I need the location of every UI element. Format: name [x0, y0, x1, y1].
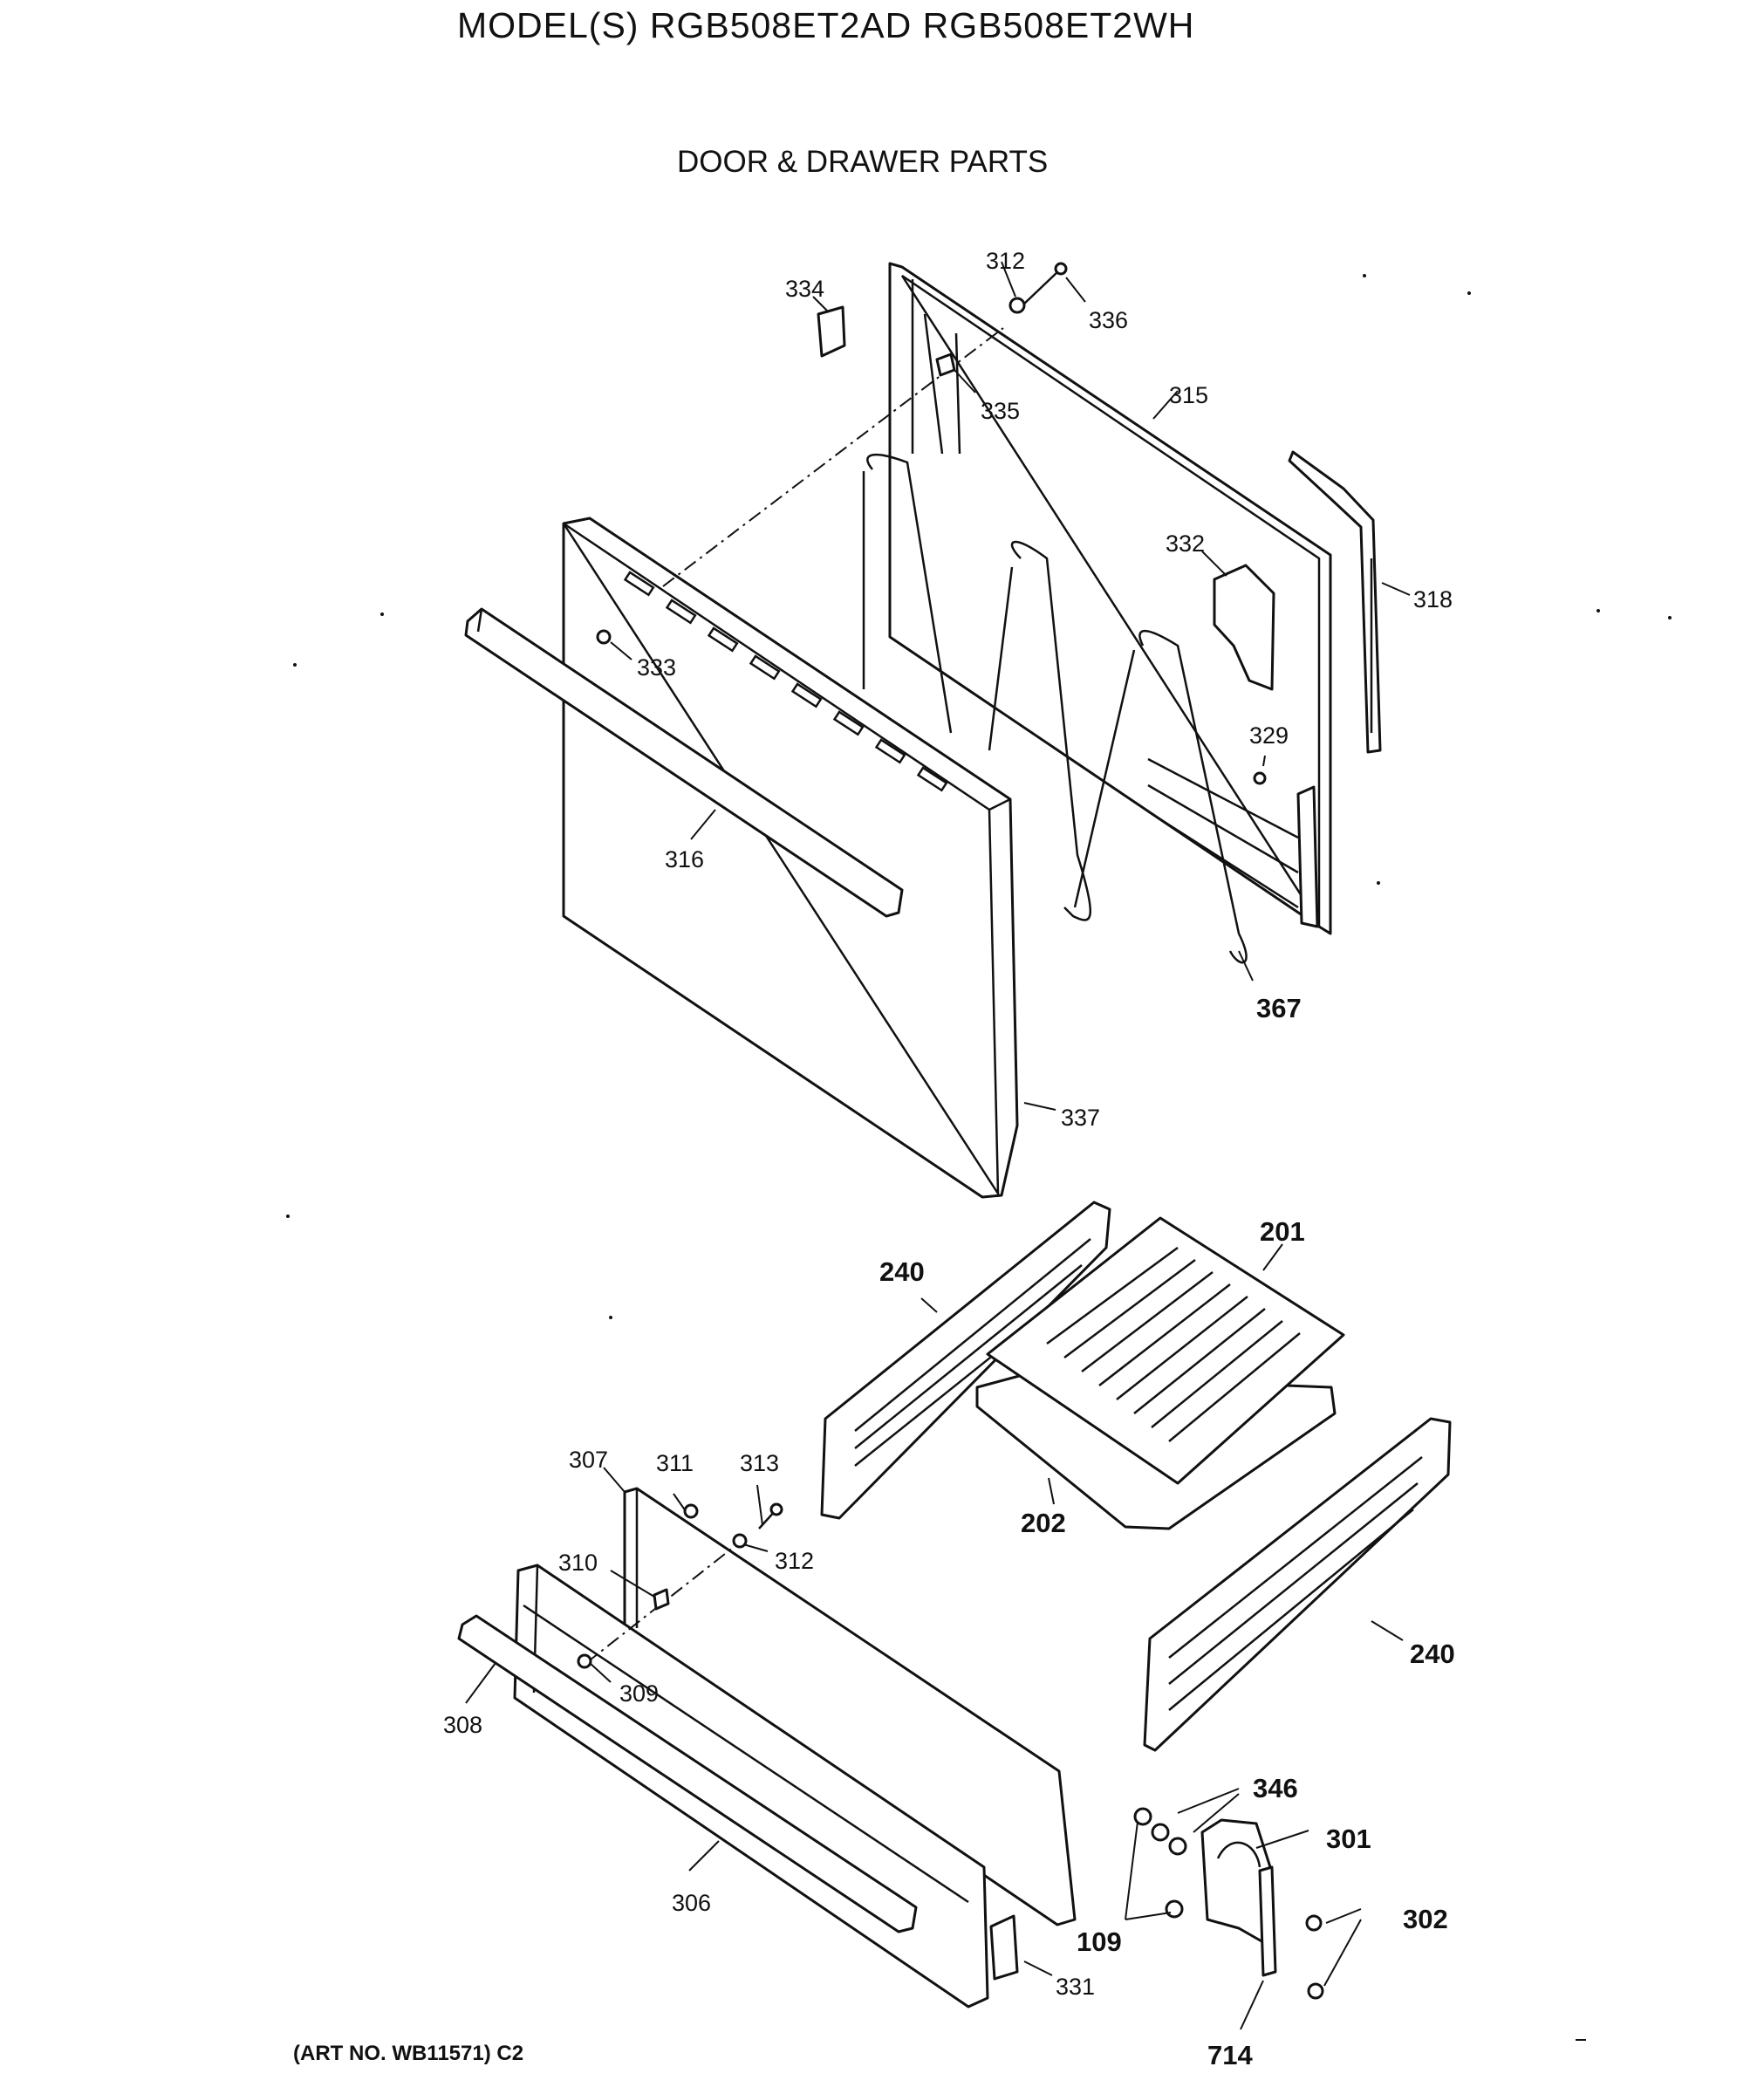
- stop-335: [935, 352, 956, 377]
- scan-specks: [286, 274, 1672, 2041]
- callout-306: 306: [672, 1890, 711, 1916]
- callout-312-lower: 312: [775, 1548, 814, 1574]
- callout-308: 308: [443, 1712, 482, 1738]
- spacer-333: [596, 629, 612, 645]
- spacer-312-lower: [732, 1533, 748, 1549]
- callout-335: 335: [981, 398, 1020, 424]
- broiler-grid-slots: [1046, 1246, 1301, 1442]
- callout-312-upper: 312: [986, 248, 1025, 274]
- callout-313: 313: [740, 1450, 779, 1476]
- callout-316: 316: [665, 846, 704, 872]
- door-handle-316: [464, 607, 904, 918]
- callout-201: 201: [1260, 1216, 1305, 1247]
- callout-240-lower: 240: [1410, 1639, 1455, 1669]
- callout-240-upper: 240: [879, 1256, 925, 1287]
- callout-367: 367: [1256, 993, 1302, 1023]
- door-vent-slots: [623, 571, 948, 792]
- callout-333: 333: [637, 654, 676, 681]
- callout-307: 307: [569, 1447, 608, 1473]
- outer-door-panel-337: [562, 517, 1019, 1199]
- callout-334: 334: [785, 276, 824, 302]
- spacer-311: [683, 1503, 699, 1519]
- clip-334: [817, 305, 846, 358]
- inner-door-liner-315: [888, 262, 1332, 935]
- bumper-329: [1253, 771, 1267, 785]
- callout-labels: 312 336 334 335 315 318 332 333 329 316 …: [443, 248, 1455, 2070]
- screw-336: [1022, 262, 1068, 306]
- hinge-arm-714: [1258, 1865, 1277, 1977]
- drawer-clip-331: [989, 1914, 1019, 1981]
- callout-202: 202: [1021, 1508, 1066, 1538]
- alignment-line-lower: [585, 1540, 742, 1664]
- callout-346: 346: [1253, 1773, 1298, 1803]
- callout-310: 310: [558, 1550, 598, 1576]
- spacer-309: [577, 1653, 592, 1669]
- screw-313: [758, 1502, 783, 1529]
- callout-714: 714: [1207, 2040, 1253, 2070]
- callout-302: 302: [1403, 1904, 1448, 1934]
- callout-331: 331: [1056, 1974, 1095, 2000]
- side-rail-240-upper: [820, 1201, 1111, 1520]
- spacer-312-upper: [1008, 297, 1026, 314]
- oven-rack-wires-367: [862, 453, 1248, 964]
- drawer-handle-308: [457, 1614, 918, 1933]
- callout-309: 309: [619, 1680, 659, 1707]
- art-number: (ART NO. WB11571) C2: [293, 2042, 524, 2065]
- screws-302: [1305, 1914, 1324, 2000]
- leader-lines: [465, 261, 1411, 2030]
- callout-337: 337: [1061, 1105, 1100, 1131]
- callout-315: 315: [1169, 382, 1208, 408]
- callout-109: 109: [1077, 1926, 1122, 1957]
- stop-310: [653, 1588, 670, 1611]
- callout-329: 329: [1249, 722, 1289, 749]
- callout-332: 332: [1166, 530, 1205, 557]
- side-rail-240-lower: [1143, 1417, 1452, 1752]
- broiler-grid-201: [986, 1216, 1345, 1485]
- washers-346: [1133, 1807, 1187, 1856]
- callout-318: 318: [1413, 586, 1453, 612]
- callout-336: 336: [1089, 307, 1128, 333]
- callout-311: 311: [656, 1450, 694, 1476]
- section-title: DOOR & DRAWER PARTS: [677, 145, 1049, 179]
- washer-109: [1165, 1899, 1184, 1919]
- door-seal-318: [1288, 450, 1382, 754]
- callout-301: 301: [1326, 1824, 1371, 1854]
- model-title: MODEL(S) RGB508ET2AD RGB508ET2WH: [457, 5, 1195, 45]
- insulation-block-332: [1213, 564, 1275, 691]
